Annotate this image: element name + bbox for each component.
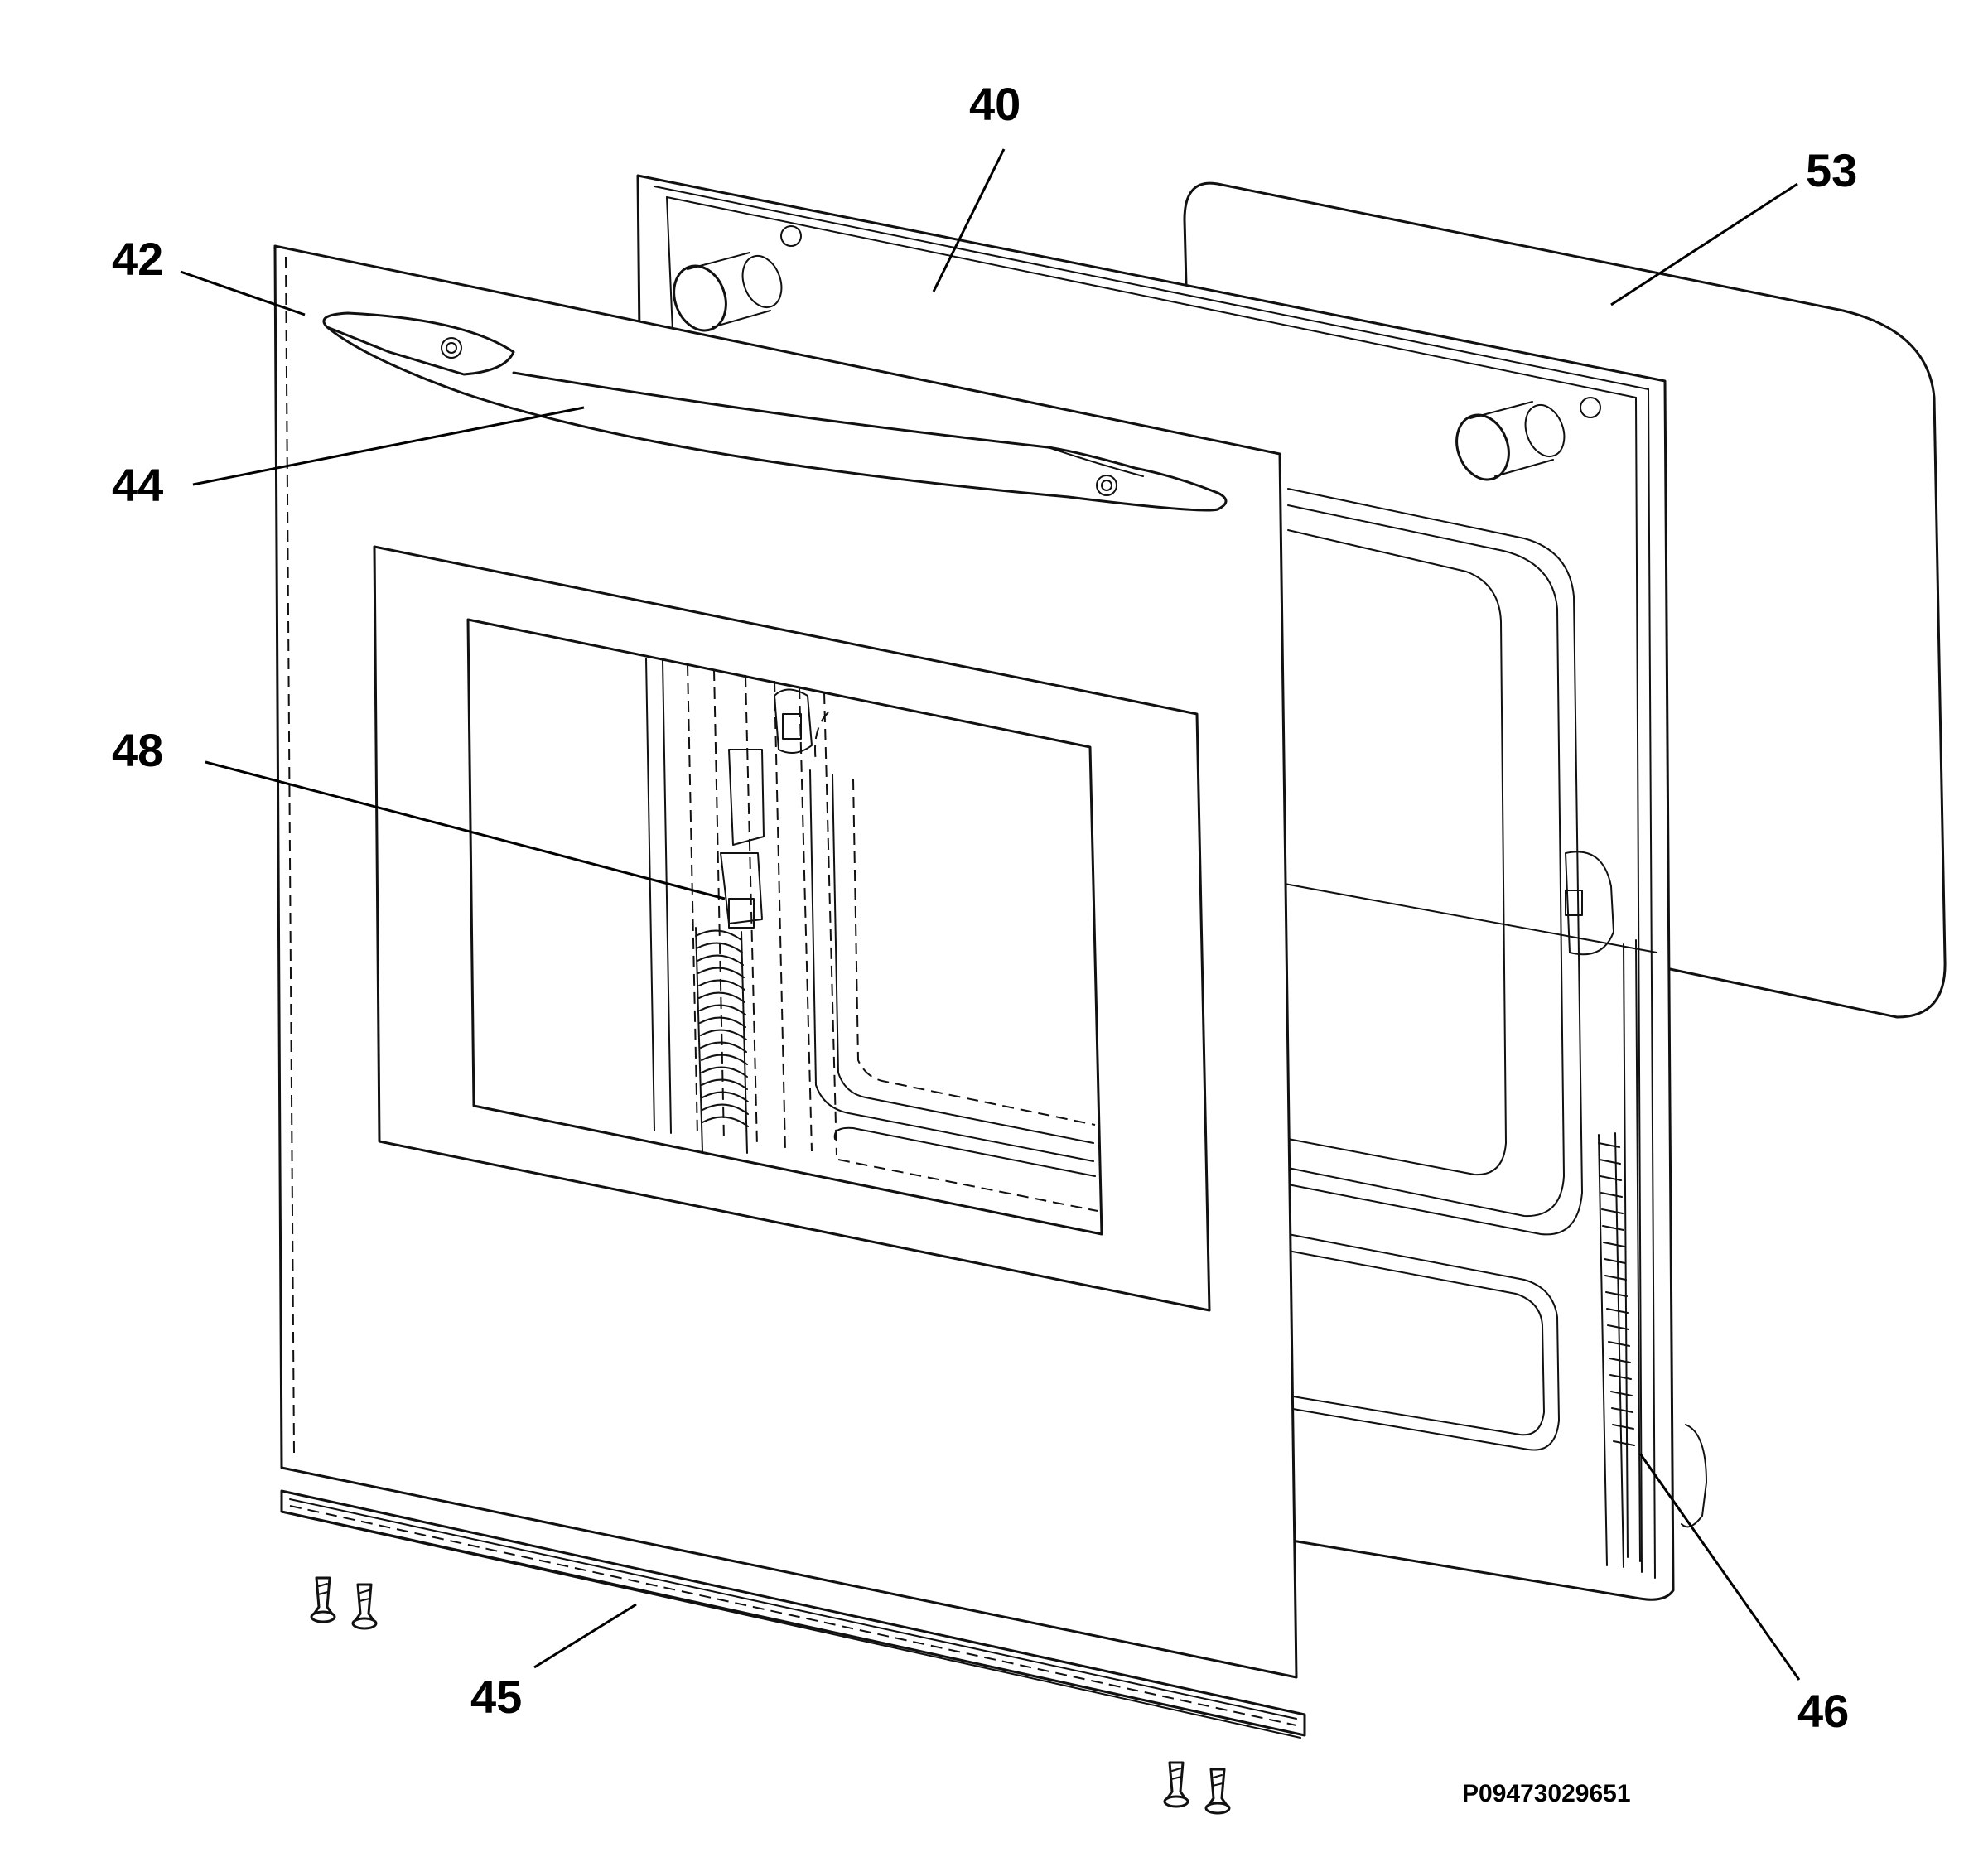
screw-icon [310, 1576, 336, 1623]
door-spring-48 [695, 749, 765, 1154]
callout-40: 40 [969, 78, 1021, 130]
callout-44: 44 [112, 459, 163, 511]
door-handle-44 [322, 311, 1228, 512]
outer-front-glass-42 [273, 244, 1298, 1679]
fixing-screws [310, 1576, 1231, 1815]
callout-48: 48 [112, 724, 163, 776]
callout-labels: 40 53 42 44 48 45 46 [112, 78, 1857, 1737]
callout-53: 53 [1806, 144, 1857, 196]
callout-45: 45 [470, 1671, 522, 1723]
callout-42: 42 [112, 233, 163, 285]
part-code: P09473029651 [1462, 1780, 1631, 1807]
door-internals-through-window [645, 658, 1098, 1212]
screw-icon [1204, 1768, 1231, 1815]
screw-icon [1163, 1761, 1189, 1808]
callout-46: 46 [1797, 1685, 1849, 1737]
screw-icon [351, 1583, 378, 1630]
hinge-spring-46 [1598, 939, 1641, 1568]
bottom-trim-strip-45 [280, 1489, 1306, 1739]
leader-lines [180, 148, 1801, 1681]
